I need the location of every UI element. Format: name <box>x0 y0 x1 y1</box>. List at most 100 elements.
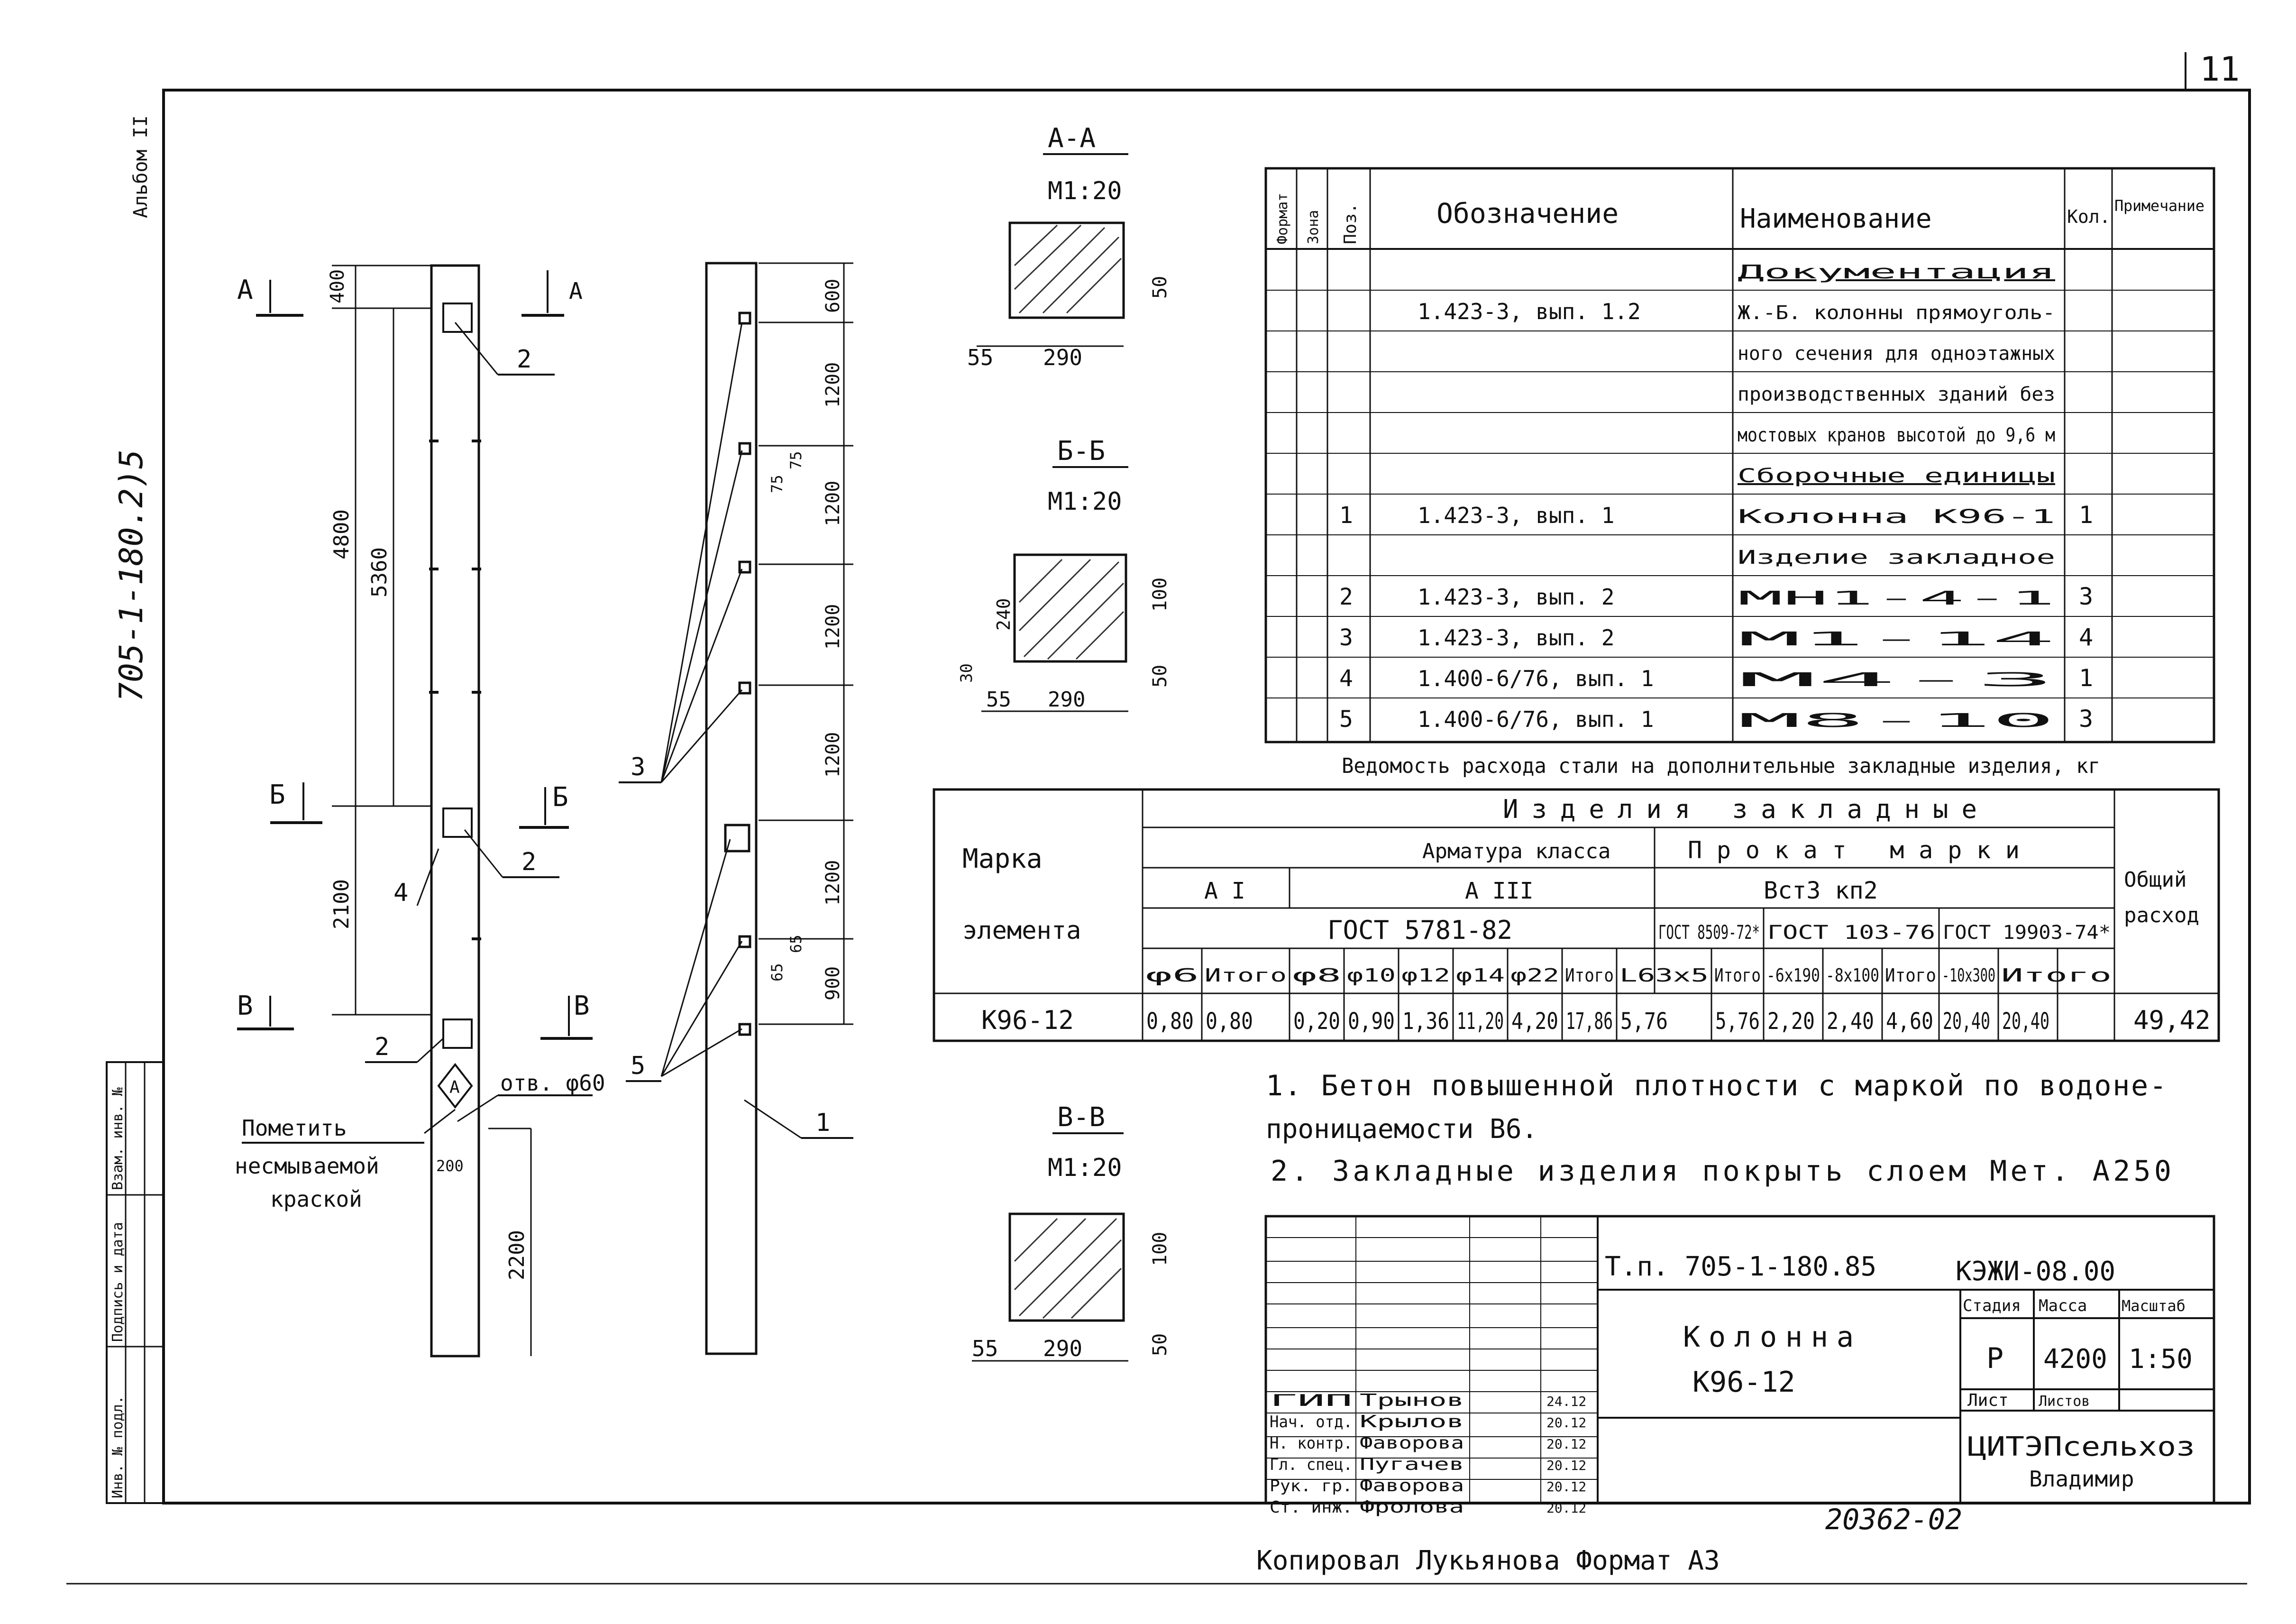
sig-name: Фаворова <box>1360 1433 1464 1453</box>
spec-row-name: МН1-4-1 <box>1738 587 2055 609</box>
svg-text:М1:20: М1:20 <box>1048 1154 1122 1182</box>
steel-value: 20,40 <box>2002 1008 2049 1035</box>
steel-class-ai: А I <box>1204 878 1245 904</box>
tb-project: Т.п. 705-1-180.85 <box>1605 1251 1876 1282</box>
tb-org-2: Владимир <box>2029 1466 2134 1492</box>
sig-name: Трынов <box>1360 1391 1464 1410</box>
svg-text:А: А <box>569 278 583 304</box>
callout-3: 3 <box>631 753 645 781</box>
section-mark-b-right: Б <box>519 782 569 829</box>
steel-class-aiii: А III <box>1465 878 1534 904</box>
callout-2-low: 2 <box>365 1033 444 1063</box>
spec-header-zone: Зона <box>1305 210 1322 244</box>
svg-text:2: 2 <box>375 1033 389 1061</box>
spec-row-qty: 1 <box>2079 501 2093 529</box>
steel-value: 0,80 <box>1146 1008 1194 1035</box>
spec-row-pos: 3 <box>1339 624 1353 651</box>
steel-total-header-2: расход <box>2124 903 2199 927</box>
embed-plate <box>442 303 473 333</box>
steel-sub-header: φ14 <box>1456 965 1505 986</box>
svg-text:30: 30 <box>957 663 976 683</box>
sig-date: 20.12 <box>1546 1458 1586 1473</box>
steel-value: 5,76 <box>1715 1008 1760 1035</box>
diamond-mark: А <box>437 1063 473 1109</box>
spec-header-name: Наименование <box>1740 203 1932 234</box>
svg-text:240: 240 <box>993 598 1014 631</box>
hole-label: отв. φ60 <box>500 1070 605 1096</box>
svg-text:Б: Б <box>552 782 568 813</box>
steel-armature-header: Арматура класса <box>1422 839 1610 863</box>
steel-gost: ГОСТ 8509-72* <box>1658 922 1760 944</box>
dim-600: 600 <box>822 279 844 313</box>
sig-date: 24.12 <box>1546 1394 1586 1409</box>
steel-sub-header: -8x100 <box>1826 965 1879 986</box>
notes: 1. Бетон повышенной плотности с маркой п… <box>1266 1069 2171 1188</box>
steel-value: 5,76 <box>1620 1008 1668 1035</box>
steel-sub-header: φ10 <box>1347 965 1396 986</box>
spec-header-note: Примечание <box>2114 197 2205 215</box>
svg-text:290: 290 <box>1048 688 1085 712</box>
svg-text:100: 100 <box>1149 578 1171 612</box>
spec-row-name: Колонна К96-1 <box>1738 506 2055 528</box>
svg-text:55: 55 <box>967 345 993 370</box>
steel-sub-header: Итого <box>2001 965 2112 986</box>
bottom-number: 20362-02 <box>1825 1503 1962 1536</box>
svg-text:А: А <box>449 1078 460 1097</box>
steel-grade: Вст3 кп2 <box>1764 877 1878 904</box>
section-bb: Б-Б М1:20 240 30 55 290 100 50 <box>957 436 1171 712</box>
spec-row-name: ного сечения для одноэтажных <box>1738 343 2055 365</box>
steel-sub-header: φ8 <box>1292 965 1341 986</box>
dim-400: 400 <box>327 269 348 303</box>
steel-value: 1,36 <box>1402 1008 1449 1035</box>
svg-text:55: 55 <box>986 688 1011 712</box>
svg-text:В-В: В-В <box>1057 1102 1105 1133</box>
spec-table: Формат Зона Поз. Обозначение Наименовани… <box>1264 167 2215 743</box>
steel-value: 0,80 <box>1206 1008 1253 1035</box>
steel-value: 2,20 <box>1767 1008 1815 1035</box>
sig-role: Н. контр. <box>1270 1434 1353 1453</box>
spec-row-name: М8-10 <box>1738 710 2055 732</box>
steel-sub-header: φ22 <box>1510 965 1559 986</box>
steel-mark-header-2: элемента <box>962 917 1081 945</box>
sig-role: Нач. отд. <box>1270 1413 1353 1431</box>
sig-date: 20.12 <box>1546 1415 1586 1431</box>
section-mark-v-left: В <box>237 991 294 1030</box>
dim-1200-c: 1200 <box>822 604 844 650</box>
margin-inv-label: Инв. № подл. <box>110 1395 126 1498</box>
tb-sheets-label: Листов <box>2039 1393 2090 1410</box>
note-line-2: проницаемости В6. <box>1266 1114 1537 1145</box>
spec-row-designation: 1.423-3, вып. 2 <box>1418 625 1614 651</box>
svg-text:290: 290 <box>1043 345 1082 370</box>
svg-text:2: 2 <box>517 345 531 374</box>
footer-note: Копировал Лукьянова Формат А3 <box>1256 1545 1720 1576</box>
spec-row-name: М1-14 <box>1738 628 2055 650</box>
section-mark-a-left: А <box>237 275 303 317</box>
dim-65-b: 65 <box>768 963 786 982</box>
side-code: 705-1-180.2)5 <box>113 450 150 702</box>
steel-prokat-header: Прокат марки <box>1688 836 2020 864</box>
dim-900: 900 <box>822 966 844 1000</box>
tb-sheet-label: Лист <box>1967 1391 2009 1410</box>
note-line-1: 1. Бетон повышенной плотности с маркой п… <box>1266 1069 2167 1102</box>
steel-gost: ГОСТ 19903-74* <box>1943 922 2111 944</box>
steel-value: 0,20 <box>1293 1008 1340 1035</box>
steel-sub-header: Итого <box>1885 965 1936 986</box>
mark-note-2: несмываемой <box>235 1153 379 1179</box>
spec-header-format: Формат <box>1274 193 1291 244</box>
spec-row-name: М4-3 <box>1738 669 2055 691</box>
steel-row-total: 49,42 <box>2133 1005 2211 1035</box>
steel-mark-header-1: Марка <box>962 844 1043 874</box>
spec-row-name: Документация <box>1738 261 2055 283</box>
steel-gost-armature: ГОСТ 5781-82 <box>1327 915 1512 945</box>
spec-header-designation: Обозначение <box>1436 197 1619 229</box>
dim-65-a: 65 <box>787 935 805 953</box>
steel-sub-header: Итого <box>1205 965 1287 986</box>
spec-row-designation: 1.423-3, вып. 1.2 <box>1418 299 1641 324</box>
steel-sub-header: -6x190 <box>1766 965 1820 986</box>
album-label: Альбом II <box>130 115 152 218</box>
sig-role: Гл. спец. <box>1270 1455 1353 1474</box>
svg-text:50: 50 <box>1149 276 1171 299</box>
